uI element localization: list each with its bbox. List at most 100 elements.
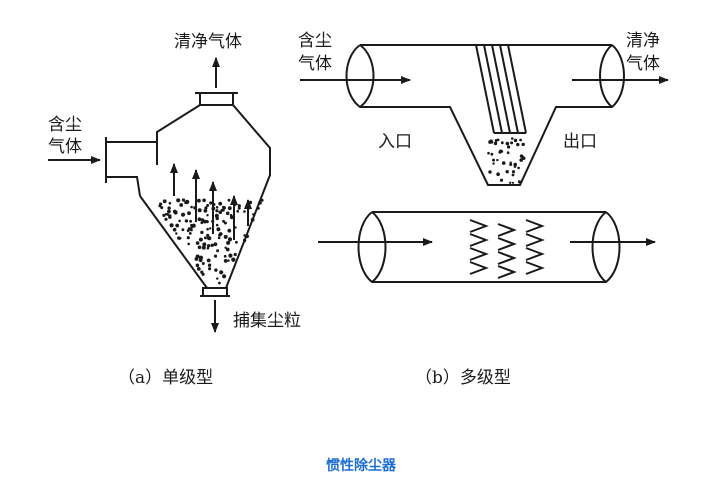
dust-particle: [212, 202, 216, 207]
dust-particle: [248, 200, 253, 205]
dust-particle: [158, 204, 162, 208]
multi-clean-gas-label-line1: 清净: [626, 31, 660, 51]
dust-particle: [227, 237, 233, 242]
subcaption-b: （b）多级型: [415, 368, 511, 388]
dust-particle: [175, 232, 178, 235]
dust-particle: [222, 274, 227, 279]
inlet-label: 入口: [378, 132, 412, 152]
dust-particle: [225, 211, 230, 216]
dust-particle: [201, 262, 205, 265]
dust-particle: [509, 181, 512, 184]
dust-particle: [166, 213, 169, 216]
dust-particle: [201, 272, 205, 276]
collected-dust-label: 捕集尘粒: [233, 311, 301, 331]
dust-particle: [226, 241, 230, 244]
dust-particle: [218, 232, 223, 236]
dust-particle: [233, 252, 237, 257]
dust-particle: [519, 158, 523, 162]
dust-particle: [206, 236, 211, 240]
chevron-baffle: [469, 219, 489, 233]
clean-gas-label: 清净气体: [174, 32, 242, 52]
dust-particle: [184, 219, 189, 223]
dust-particle: [509, 161, 512, 164]
dust-particle: [215, 223, 219, 227]
chevron-baffle: [525, 233, 545, 247]
dust-particle: [250, 217, 255, 222]
lower-duct-left-end: [357, 211, 387, 284]
dust-particle: [229, 213, 233, 217]
dust-particle: [168, 214, 172, 218]
dust-particle: [206, 204, 210, 207]
dust-particle: [513, 165, 517, 168]
dust-particle: [237, 206, 241, 210]
dust-particle: [190, 223, 193, 227]
dust-particle: [197, 208, 202, 213]
dust-particle: [245, 234, 249, 239]
chevron-baffle: [497, 265, 517, 279]
dust-particle: [234, 226, 237, 229]
dust-particle: [216, 277, 219, 280]
dust-particle: [252, 213, 255, 216]
dust-particle: [190, 205, 193, 209]
dust-particle: [507, 145, 511, 149]
dust-particle: [215, 209, 219, 213]
dust-particle: [522, 156, 526, 160]
dust-particle: [509, 163, 513, 166]
dust-particle: [227, 198, 231, 202]
dust-particle: [516, 142, 520, 147]
dust-particle: [257, 206, 260, 210]
louver-plates: [475, 44, 527, 134]
dust-particle: [501, 161, 506, 165]
dust-particle: [162, 213, 166, 217]
dust-particle: [175, 224, 179, 228]
dust-particle: [511, 170, 516, 174]
dust-particle: [197, 245, 202, 250]
dust-particle: [206, 233, 210, 237]
dust-particle: [237, 204, 241, 208]
dust-particle: [208, 267, 212, 271]
dust-particle: [201, 245, 206, 250]
dust-particle: [213, 254, 218, 258]
dust-particle: [162, 199, 167, 204]
dust-particle: [172, 227, 177, 232]
dust-particle: [202, 242, 207, 247]
dust-particle: [188, 232, 192, 235]
chevron-baffle: [525, 247, 545, 261]
dust-particle: [164, 217, 168, 221]
dust-particle: [487, 151, 490, 155]
dust-particle: [223, 234, 228, 239]
dust-particle: [505, 141, 510, 146]
dust-particle: [196, 267, 201, 271]
dust-particle: [197, 217, 202, 222]
dust-particles-single: [158, 198, 264, 285]
dust-particle: [227, 206, 232, 211]
dust-particle: [209, 201, 213, 205]
dust-particle: [513, 138, 518, 143]
dust-particle: [510, 141, 514, 145]
dust-particle: [195, 241, 200, 245]
dust-particle: [167, 209, 171, 214]
top-duct-right-end: [599, 44, 625, 109]
dust-particle: [505, 170, 509, 174]
dust-particle: [191, 223, 196, 228]
dust-particle: [198, 258, 203, 263]
single-stage-collector: [105, 92, 271, 297]
dust-particle: [511, 181, 515, 184]
dust-particle: [233, 202, 237, 206]
dust-particle: [224, 246, 227, 249]
chevron-baffle: [469, 247, 489, 261]
dust-particle: [213, 242, 218, 247]
dust-particle: [217, 236, 221, 240]
dust-particle: [521, 142, 525, 147]
dust-particle: [490, 152, 494, 156]
dust-particle: [243, 210, 246, 213]
dust-particle: [206, 227, 209, 231]
chevron-baffle: [497, 237, 517, 251]
dust-particle: [214, 268, 218, 272]
top-duct-left-end: [345, 44, 375, 109]
multi-clean-gas-label-line2: 气体: [626, 54, 660, 74]
multi-stage-top-duct: [345, 44, 625, 186]
dusty-gas-label-line1: 含尘: [48, 115, 82, 135]
lower-duct-right-end: [591, 211, 621, 284]
